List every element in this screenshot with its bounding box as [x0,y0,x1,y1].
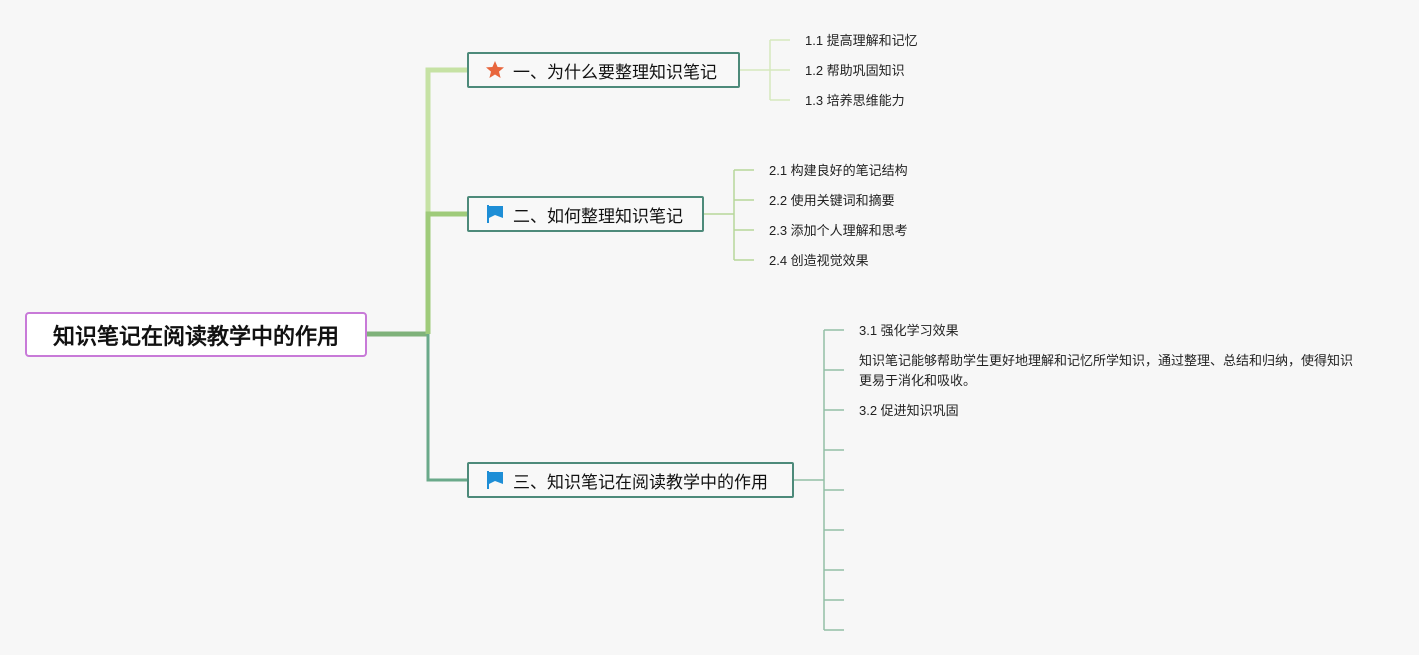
branch-2-leaf-bracket [704,169,754,261]
leaf-2-4[interactable]: 2.4 创造视觉效果 [769,253,869,268]
branch-1-connector [425,67,467,334]
branch-3-connector [426,334,467,482]
leaf-1-1[interactable]: 1.1 提高理解和记忆 [805,33,918,48]
leaf-2-2[interactable]: 2.2 使用关键词和摘要 [769,193,895,208]
branch-3-leaf-bracket [794,329,844,631]
branch-topic-2-label: 二、如何整理知识笔记 [513,206,683,226]
leaf-1-3[interactable]: 1.3 培养思维能力 [805,93,905,108]
leaf-3-description[interactable]: 知识笔记能够帮助学生更好地理解和记忆所学知识，通过整理、总结和归纳，使得知识更易… [859,353,1354,388]
branch-topic-2[interactable]: 二、如何整理知识笔记 [467,196,704,232]
star-icon [486,61,504,78]
leaf-3-2[interactable]: 3.2 促进知识巩固 [859,403,959,418]
flag-icon [487,205,503,223]
leaf-3-1[interactable]: 3.1 强化学习效果 [859,323,959,338]
root-topic-label: 知识笔记在阅读教学中的作用 [52,323,339,349]
leaf-1-2[interactable]: 1.2 帮助巩固知识 [805,63,905,78]
leaf-2-1[interactable]: 2.1 构建良好的笔记结构 [769,163,908,178]
branch-topic-1[interactable]: 一、为什么要整理知识笔记 [467,52,740,88]
leaf-2-3[interactable]: 2.3 添加个人理解和思考 [769,223,908,238]
root-topic[interactable]: 知识笔记在阅读教学中的作用 [25,312,367,357]
branch-topic-3-label: 三、知识笔记在阅读教学中的作用 [513,472,768,492]
branch-topic-1-label: 一、为什么要整理知识笔记 [513,62,717,82]
branch-2-connector [425,211,467,334]
flag-icon [487,471,503,489]
branch-1-leaf-bracket [740,39,790,101]
branch-topic-3[interactable]: 三、知识笔记在阅读教学中的作用 [467,462,794,498]
